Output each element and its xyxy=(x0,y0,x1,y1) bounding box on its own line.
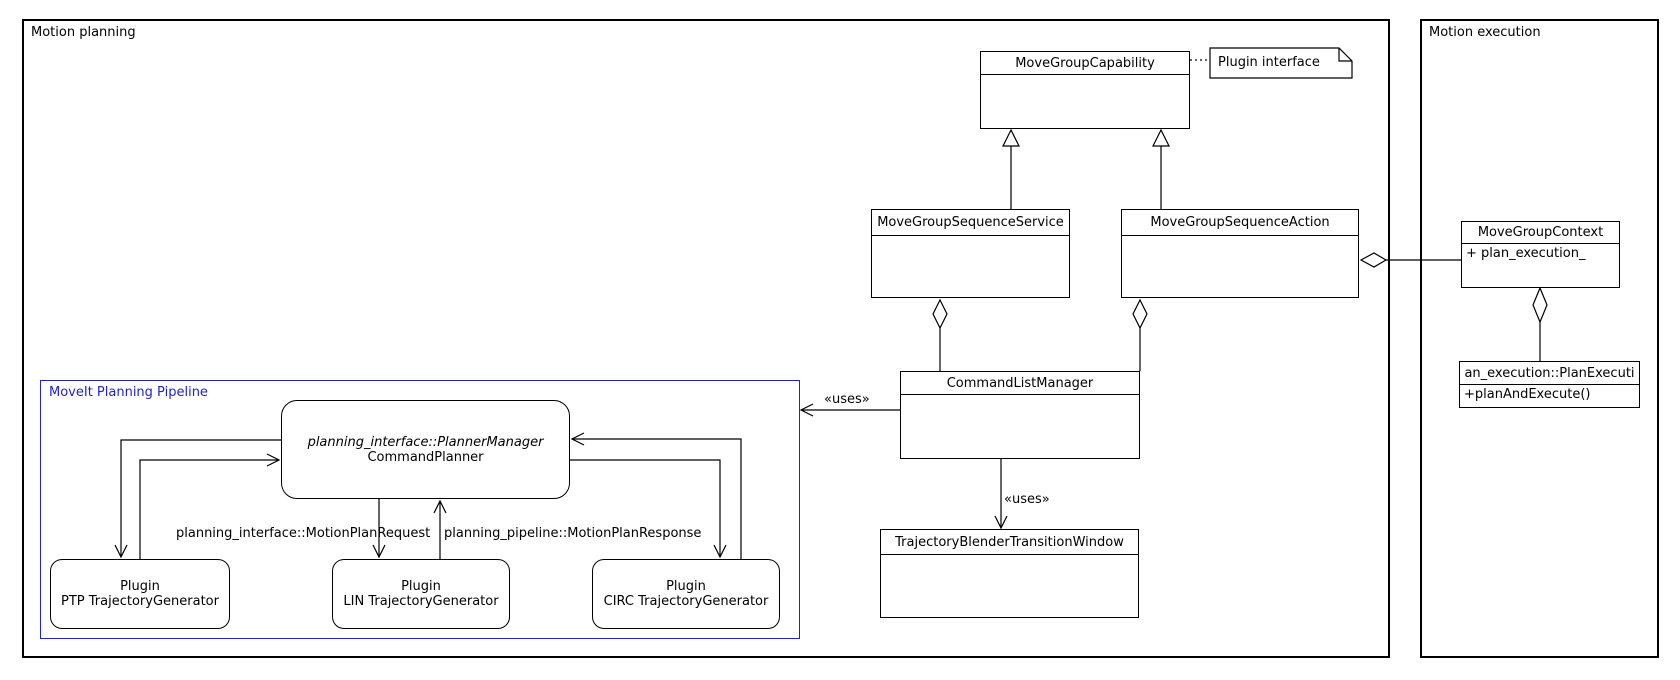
class-movegroupcontext: MoveGroupContext + plan_execution_ xyxy=(1461,221,1620,288)
class-trajectoryblendertransitionwindow-title: TrajectoryBlenderTransitionWindow xyxy=(881,530,1138,555)
label-motionplanresponse: planning_pipeline::MotionPlanResponse xyxy=(444,526,702,541)
node-commandplanner: planning_interface::PlannerManager Comma… xyxy=(281,400,570,499)
node-circ-line1: Plugin xyxy=(666,579,706,594)
class-movegroupsequenceservice: MoveGroupSequenceService xyxy=(871,209,1070,298)
class-movegroupcapability-title: MoveGroupCapability xyxy=(981,52,1189,75)
class-planexecution: an_execution::PlanExecuti +planAndExecut… xyxy=(1459,361,1640,408)
label-uses-pipeline: «uses» xyxy=(824,392,870,407)
node-commandplanner-interface: planning_interface::PlannerManager xyxy=(307,434,544,450)
class-commandlistmanager-title: CommandListManager xyxy=(901,372,1139,395)
frame-moveit-planning-pipeline: MoveIt Planning Pipeline xyxy=(40,380,800,639)
class-commandlistmanager: CommandListManager xyxy=(900,371,1140,459)
frame-moveit-planning-pipeline-label: MoveIt Planning Pipeline xyxy=(49,385,208,400)
note-plugin-interface-label: Plugin interface xyxy=(1218,55,1320,70)
class-movegroupcapability: MoveGroupCapability xyxy=(980,51,1190,129)
node-circ-line2: CIRC TrajectoryGenerator xyxy=(603,594,769,609)
node-lin-line2: LIN TrajectoryGenerator xyxy=(343,594,499,609)
class-movegroupsequenceaction-body xyxy=(1122,236,1358,297)
node-ptp-line2: PTP TrajectoryGenerator xyxy=(61,594,219,609)
node-commandplanner-name: CommandPlanner xyxy=(367,449,484,465)
class-trajectoryblendertransitionwindow-body xyxy=(881,555,1138,617)
class-movegroupsequenceaction-title: MoveGroupSequenceAction xyxy=(1122,210,1358,236)
node-circ-trajectorygenerator: Plugin CIRC TrajectoryGenerator xyxy=(592,559,780,629)
node-ptp-trajectorygenerator: Plugin PTP TrajectoryGenerator xyxy=(50,559,230,629)
package-motion-planning-label: Motion planning xyxy=(31,25,136,40)
class-planexecution-method: +planAndExecute() xyxy=(1464,387,1591,402)
class-movegroupcapability-body xyxy=(981,75,1189,128)
package-motion-execution-label: Motion execution xyxy=(1429,25,1541,40)
node-ptp-line1: Plugin xyxy=(120,579,160,594)
node-lin-line1: Plugin xyxy=(401,579,441,594)
label-motionplanrequest: planning_interface::MotionPlanRequest xyxy=(176,526,431,541)
label-uses-blender: «uses» xyxy=(1004,492,1050,507)
class-movegroupcontext-title: MoveGroupContext xyxy=(1462,222,1619,244)
class-movegroupsequenceservice-title: MoveGroupSequenceService xyxy=(872,210,1069,236)
class-planexecution-title: an_execution::PlanExecuti xyxy=(1460,362,1639,385)
class-movegroupcontext-attribute: + plan_execution_ xyxy=(1466,246,1586,261)
class-commandlistmanager-body xyxy=(901,395,1139,458)
package-motion-planning: Motion planning xyxy=(22,19,1390,658)
class-trajectoryblendertransitionwindow: TrajectoryBlenderTransitionWindow xyxy=(880,529,1139,618)
node-lin-trajectorygenerator: Plugin LIN TrajectoryGenerator xyxy=(332,559,510,629)
class-movegroupsequenceservice-body xyxy=(872,236,1069,297)
package-motion-execution: Motion execution xyxy=(1420,19,1659,658)
class-movegroupsequenceaction: MoveGroupSequenceAction xyxy=(1121,209,1359,298)
